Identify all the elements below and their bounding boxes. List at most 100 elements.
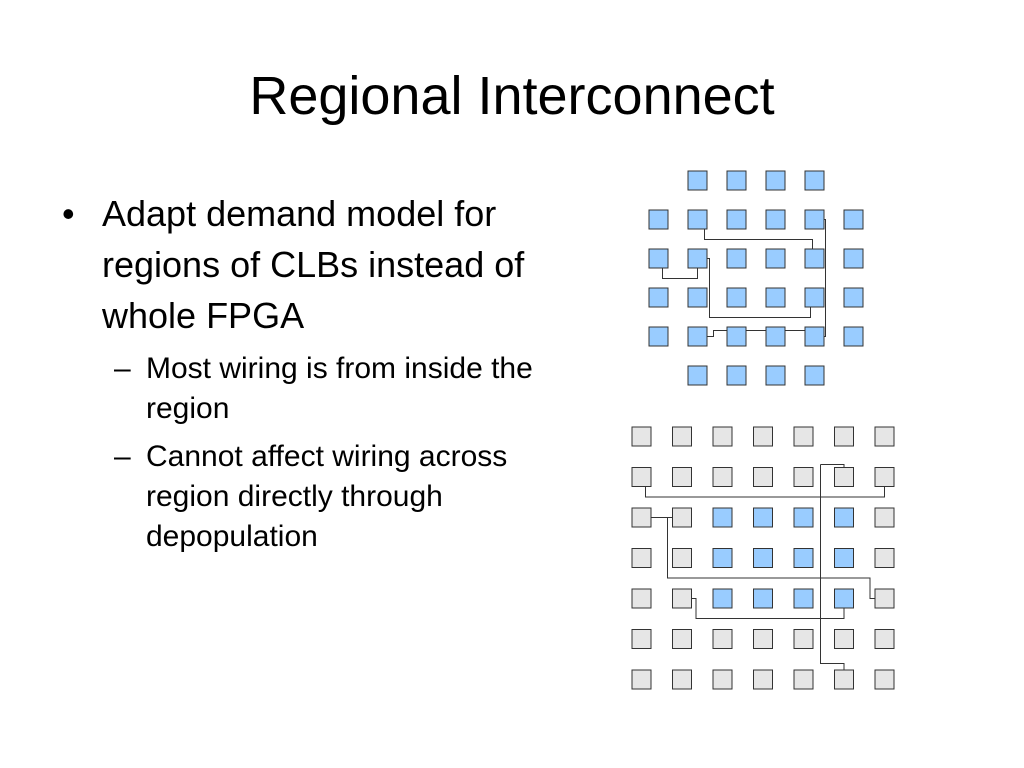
clb-cell xyxy=(874,426,895,447)
clb-cell xyxy=(672,507,692,528)
clb-cell xyxy=(753,426,773,447)
clb-cell xyxy=(648,248,669,269)
clb-cell xyxy=(874,507,895,528)
clb-cell xyxy=(672,669,692,690)
clb-cell xyxy=(874,467,895,487)
region-clb-cell xyxy=(753,548,773,568)
clb-cell xyxy=(726,209,747,230)
clb-cell xyxy=(765,248,786,269)
clb-cell xyxy=(843,326,864,347)
clb-cell xyxy=(687,248,708,269)
clb-cell xyxy=(687,287,708,308)
clb-cell xyxy=(712,669,733,690)
bullet-marker: • xyxy=(62,193,75,234)
clb-cell xyxy=(804,287,825,308)
sub-bullet-text: Most wiring is from inside the region xyxy=(146,352,533,425)
clb-cell xyxy=(874,548,895,568)
clb-cell xyxy=(631,629,652,649)
region-clb-cell xyxy=(834,548,854,568)
clb-cell xyxy=(726,170,747,191)
clb-cell xyxy=(804,209,825,230)
region-clb-cell xyxy=(793,507,814,528)
bullet-item: • Adapt demand model for regions of CLBs… xyxy=(62,188,562,341)
bullet-text: Adapt demand model for regions of CLBs i… xyxy=(102,193,525,336)
routing-wire xyxy=(697,258,811,318)
clb-cell xyxy=(712,467,733,487)
sub-bullet-item: – Most wiring is from inside the region xyxy=(62,349,562,429)
sub-bullet-marker: – xyxy=(114,440,131,473)
sub-bullet-marker: – xyxy=(114,352,131,385)
clb-cell xyxy=(834,467,854,487)
clb-cell xyxy=(631,426,652,447)
clb-cell xyxy=(631,548,652,568)
clb-cell xyxy=(765,287,786,308)
region-clb-cell xyxy=(834,507,854,528)
routing-wire xyxy=(814,219,826,337)
clb-cell xyxy=(726,287,747,308)
sub-bullet-item: – Cannot affect wiring across region dir… xyxy=(62,437,562,557)
clb-cell xyxy=(672,467,692,487)
clb-cell xyxy=(631,588,652,609)
clb-cell xyxy=(631,669,652,690)
clb-cell xyxy=(843,287,864,308)
region-clb-cell xyxy=(712,548,733,568)
clb-cell xyxy=(712,629,733,649)
regional-interconnect-diagram xyxy=(648,170,864,386)
clb-cell xyxy=(765,170,786,191)
clb-cell xyxy=(726,248,747,269)
clb-cell xyxy=(687,326,708,347)
clb-cell xyxy=(804,170,825,191)
routing-wire xyxy=(697,219,813,259)
clb-cell xyxy=(648,326,669,347)
clb-cell xyxy=(843,248,864,269)
region-clb-cell xyxy=(753,507,773,528)
clb-cell xyxy=(793,629,814,649)
region-clb-cell xyxy=(834,588,854,609)
clb-cell xyxy=(834,629,854,649)
clb-cell xyxy=(843,209,864,230)
clb-cell xyxy=(793,669,814,690)
clb-cell xyxy=(687,170,708,191)
clb-cell xyxy=(687,365,708,386)
clb-cell xyxy=(804,248,825,269)
clb-cell xyxy=(765,365,786,386)
clb-cell xyxy=(631,507,652,528)
clb-cell xyxy=(874,669,895,690)
region-clb-cell xyxy=(793,588,814,609)
clb-cell xyxy=(874,629,895,649)
clb-cell xyxy=(726,326,747,347)
clb-cell xyxy=(793,426,814,447)
sub-bullet-text: Cannot affect wiring across region direc… xyxy=(146,440,508,553)
clb-cell xyxy=(753,467,773,487)
clb-cell xyxy=(648,209,669,230)
clb-cell xyxy=(804,365,825,386)
clb-cell xyxy=(672,629,692,649)
clb-cell xyxy=(753,629,773,649)
clb-cell xyxy=(834,669,854,690)
clb-cell xyxy=(765,326,786,347)
clb-cell xyxy=(874,588,895,609)
slide-title: Regional Interconnect xyxy=(249,66,775,126)
fpga-array-diagram xyxy=(631,426,895,690)
clb-cell xyxy=(804,326,825,347)
clb-cell xyxy=(765,209,786,230)
clb-cell xyxy=(648,287,669,308)
clb-cell xyxy=(672,548,692,568)
clb-cell xyxy=(834,426,854,447)
region-clb-cell xyxy=(753,588,773,609)
clb-cell xyxy=(687,209,708,230)
clb-cell xyxy=(672,588,692,609)
region-clb-cell xyxy=(712,588,733,609)
clb-cell xyxy=(726,365,747,386)
clb-cell xyxy=(631,467,652,487)
clb-cell xyxy=(793,467,814,487)
clb-cell xyxy=(753,669,773,690)
routing-wire xyxy=(697,330,815,337)
clb-cell xyxy=(712,426,733,447)
bullet-list: • Adapt demand model for regions of CLBs… xyxy=(62,188,562,557)
region-clb-cell xyxy=(793,548,814,568)
region-clb-cell xyxy=(712,507,733,528)
clb-cell xyxy=(672,426,692,447)
